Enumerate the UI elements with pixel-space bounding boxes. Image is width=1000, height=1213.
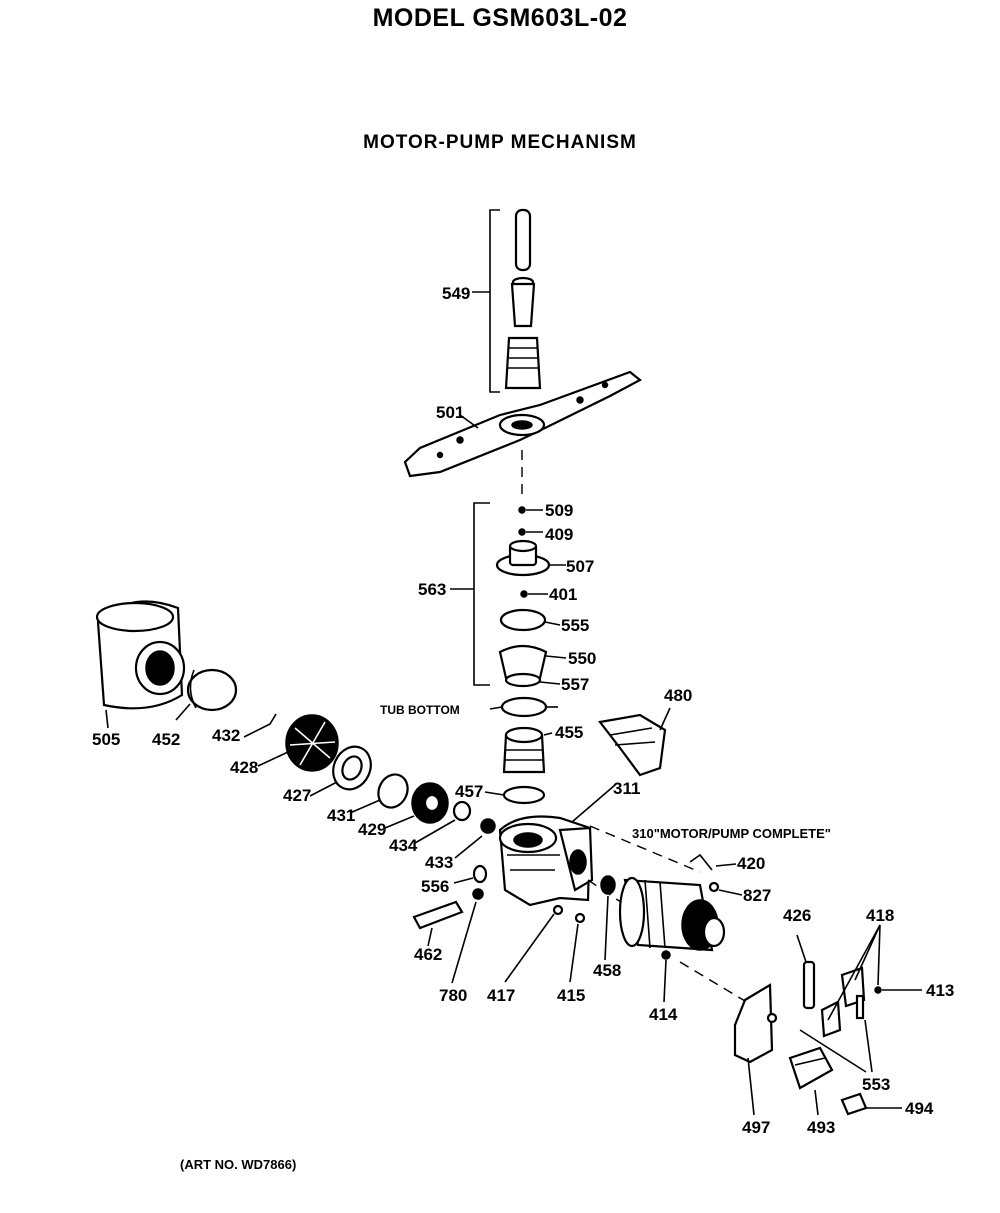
label-497: 497 <box>742 1118 770 1137</box>
label-414: 414 <box>649 1005 678 1024</box>
label-493: 493 <box>807 1118 835 1137</box>
label-501: 501 <box>436 403 464 422</box>
label-418: 418 <box>866 906 894 925</box>
label-458: 458 <box>593 961 621 980</box>
label-434: 434 <box>389 836 418 855</box>
label-428: 428 <box>230 758 258 777</box>
label-420: 420 <box>737 854 765 873</box>
label-549: 549 <box>442 284 470 303</box>
part-501-lower-spray-arm <box>403 370 642 500</box>
label-433: 433 <box>425 853 453 872</box>
label-563: 563 <box>418 580 446 599</box>
label-505: 505 <box>92 730 120 749</box>
model-title: MODEL GSM603L-02 <box>372 4 628 32</box>
label-553: 553 <box>862 1075 890 1094</box>
label-432: 432 <box>212 726 240 745</box>
part-310-motor <box>618 853 761 1011</box>
part-labels: 549 501 509 409 507 563 401 555 550 557 … <box>92 284 954 1137</box>
label-311: 311 <box>613 779 640 798</box>
label-550: 550 <box>568 649 596 668</box>
label-457: 457 <box>455 782 483 801</box>
label-415: 415 <box>557 986 585 1005</box>
label-827: 827 <box>743 886 771 905</box>
label-413: 413 <box>926 981 954 1000</box>
label-509: 509 <box>545 501 573 520</box>
tub-bottom-and-pump-parts <box>484 696 558 805</box>
art-number: (ART NO. WD7866) <box>180 1157 297 1172</box>
label-417: 417 <box>487 986 515 1005</box>
label-429: 429 <box>358 820 386 839</box>
part-505-filter-housing <box>95 600 238 729</box>
label-556: 556 <box>421 877 449 896</box>
part-480-drain-connector <box>598 707 671 777</box>
part-549-spray-tower <box>472 208 542 393</box>
pump-hardware <box>412 864 616 984</box>
label-480: 480 <box>664 686 692 705</box>
label-557: 557 <box>561 675 589 694</box>
label-427: 427 <box>283 786 311 805</box>
label-507: 507 <box>566 557 594 576</box>
section-title: MOTOR-PUMP MECHANISM <box>363 132 637 153</box>
label-409: 409 <box>545 525 573 544</box>
label-555: 555 <box>561 616 589 635</box>
label-401: 401 <box>549 585 577 604</box>
label-780: 780 <box>439 986 467 1005</box>
part-311-pump-housing <box>498 784 701 916</box>
label-tub-bottom: TUB BOTTOM <box>380 703 460 717</box>
part-group-563 <box>450 502 567 688</box>
right-side-parts <box>733 924 922 1116</box>
label-452: 452 <box>152 730 180 749</box>
label-310: 310"MOTOR/PUMP COMPLETE" <box>632 826 831 841</box>
label-426: 426 <box>783 906 811 925</box>
label-462: 462 <box>414 945 442 964</box>
part-chain-impeller <box>243 713 496 859</box>
label-494: 494 <box>905 1099 934 1118</box>
label-455: 455 <box>555 723 583 742</box>
label-431: 431 <box>327 806 355 825</box>
